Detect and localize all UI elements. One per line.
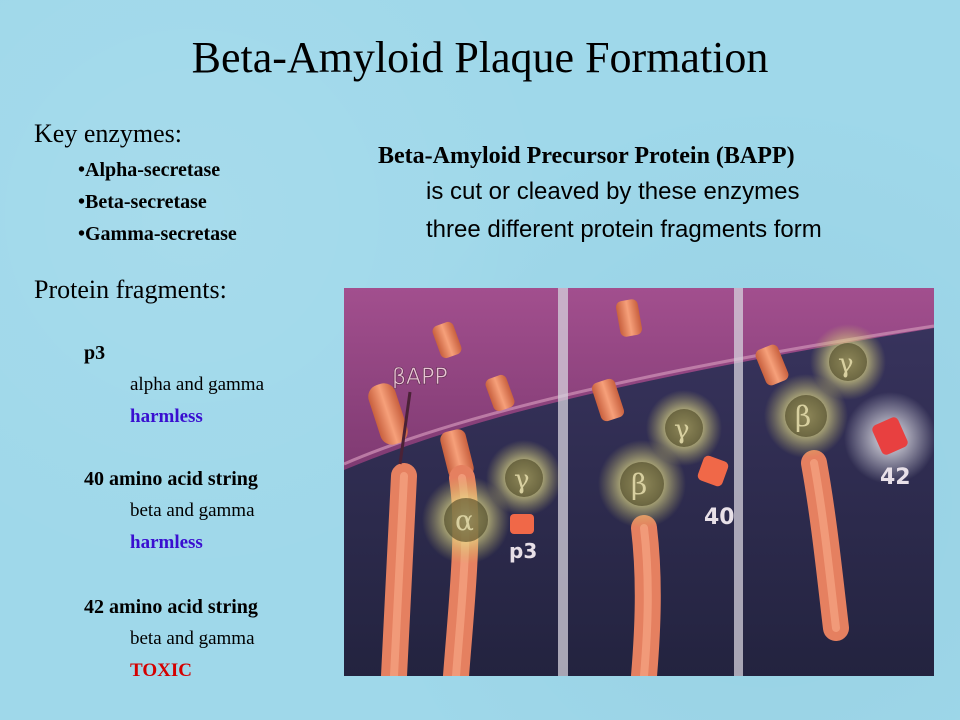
p3-label: p3 (509, 539, 537, 563)
protein-fragment (755, 344, 789, 386)
fragment-name: 42 amino acid string (84, 596, 258, 618)
enzyme-item-gamma: •Gamma-secretase (78, 223, 237, 245)
bapp-label: βAPP (392, 365, 448, 390)
fragment-p3: p3 alpha and gamma harmless (84, 337, 264, 433)
fragment-status: harmless (130, 532, 203, 553)
alpha-label: α (455, 504, 474, 537)
enzyme-item-alpha: •Alpha-secretase (78, 159, 221, 181)
gamma-label: γ (514, 465, 530, 495)
protein-fragment (485, 374, 515, 412)
bapp-description-line-1: is cut or cleaved by these enzymes (426, 178, 800, 205)
gamma-label: γ (674, 415, 690, 445)
bapp-description-line-2: three different protein fragments form (426, 216, 822, 243)
bapp-cleavage-illustration: βAPP α γ p3 γ β 40 (344, 288, 934, 676)
beta-label: β (795, 400, 811, 433)
protein-fragment (615, 299, 643, 337)
key-enzymes-heading: Key enzymes: (34, 119, 183, 148)
fragment-enzymes: beta and gamma (130, 500, 255, 521)
panel-divider (734, 288, 743, 676)
bapp-protein-upper (368, 383, 408, 445)
enzyme-list: •Alpha-secretase •Beta-secretase •Gamma-… (78, 154, 237, 250)
protein-fragment (432, 321, 462, 359)
fragment-40-shape (697, 455, 729, 487)
protein-fragments-heading: Protein fragments: (34, 275, 227, 304)
p3-fragment (510, 514, 534, 534)
gamma-label: γ (838, 349, 854, 379)
fragment-name: p3 (84, 342, 106, 364)
fragment-name: 40 amino acid string (84, 468, 258, 490)
fragment-status: TOXIC (130, 660, 192, 681)
panel-divider (558, 288, 568, 676)
fragment-40: 40 amino acid string beta and gamma harm… (84, 463, 258, 559)
beta-label: β (631, 468, 647, 501)
fragment-status: harmless (130, 406, 203, 427)
fragment-enzymes: beta and gamma (130, 628, 255, 649)
enzyme-item-beta: •Beta-secretase (78, 191, 207, 213)
fragment-42: 42 amino acid string beta and gamma TOXI… (84, 591, 258, 687)
protein-fragment (591, 378, 625, 422)
bapp-heading: Beta-Amyloid Precursor Protein (ΒAPP) (378, 143, 795, 169)
bapp-pointer (398, 391, 412, 465)
fragment-40-label: 40 (704, 505, 735, 530)
fragment-42-shape (872, 417, 908, 455)
fragment-42-label: 42 (880, 465, 911, 490)
slide-title: Beta-Amyloid Plaque Formation (191, 33, 769, 82)
fragment-enzymes: alpha and gamma (130, 374, 265, 395)
